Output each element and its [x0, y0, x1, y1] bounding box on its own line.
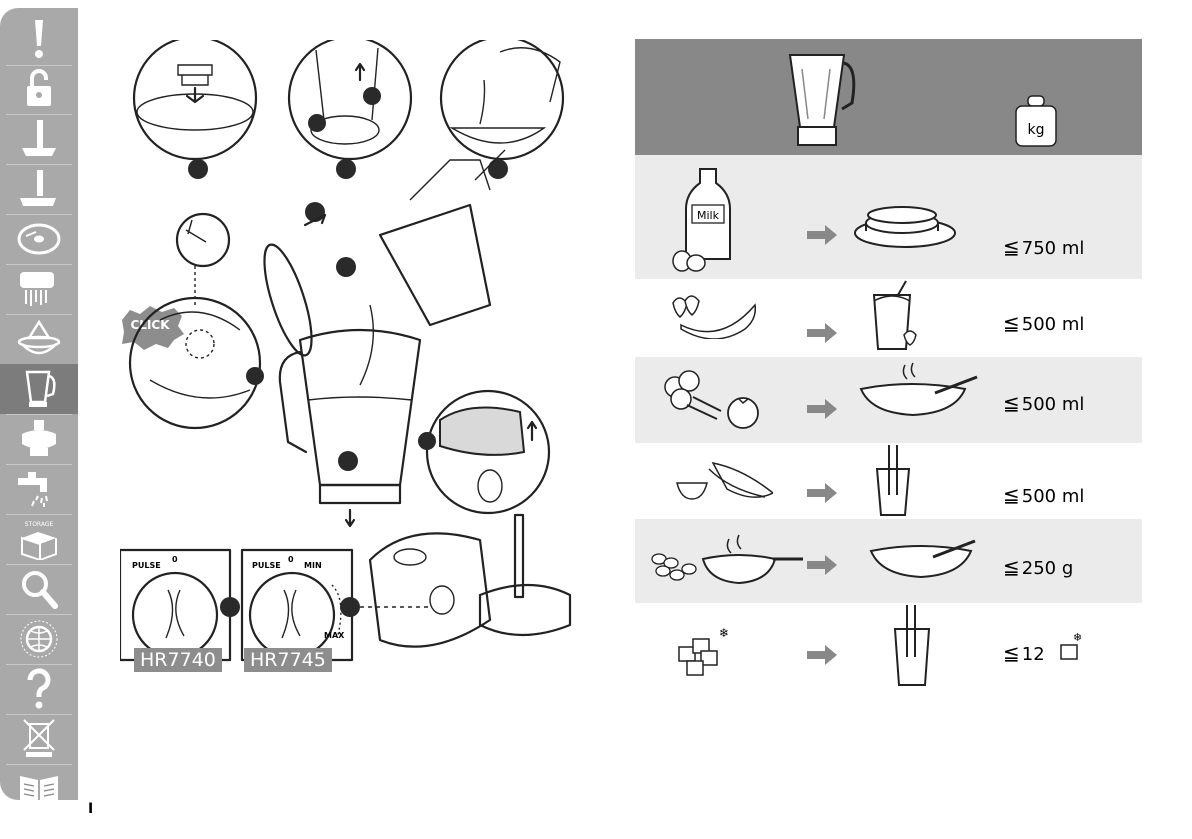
sidebar: STORAGE [0, 8, 78, 800]
dial-min-label: MIN [304, 561, 322, 570]
tab-faq[interactable] [4, 666, 74, 712]
dial-pulse-label-2: PULSE [252, 561, 281, 570]
svg-text:❄: ❄ [1073, 631, 1082, 644]
melon-banana-icon [673, 457, 773, 507]
citrus-press-icon [16, 318, 62, 360]
table-header: kg [635, 39, 1142, 155]
pancakes-icon [850, 195, 960, 255]
table-row: ≦500 ml [635, 357, 1142, 443]
question-mark-icon [16, 668, 62, 710]
storage-label: STORAGE [25, 521, 54, 528]
unlock-circle [418, 391, 549, 513]
click-label: CLICK [130, 318, 170, 332]
dial-zero-label-2: 0 [288, 555, 294, 564]
quantity-text: ≦500 ml [1003, 311, 1084, 335]
quantity-text: ≦750 ml [1003, 235, 1084, 259]
cocktail-glass-icon [889, 603, 939, 689]
quantity-text: ≦12 [1003, 641, 1045, 665]
kg-label: kg [1028, 122, 1045, 138]
blade-fitting-circle [130, 298, 264, 428]
drink-glass-icon [871, 443, 931, 519]
assembly-illustration: CLICK PULSE 0 [120, 40, 590, 690]
exclamation-icon [16, 18, 62, 60]
arrow-right-icon [807, 555, 837, 575]
tab-disposal[interactable] [4, 716, 74, 762]
quantity-text: ≦250 g [1003, 555, 1073, 579]
arrow-right-icon [807, 483, 837, 503]
tab-mill[interactable] [4, 416, 74, 462]
crossed-bin-icon [16, 718, 62, 760]
broccoli-tomato-icon [657, 367, 767, 437]
step-fitting-circle [289, 40, 411, 179]
tab-troubleshoot[interactable] [4, 566, 74, 612]
soup-bowl-icon [855, 359, 985, 419]
table-row: Milk ≦750 ml [635, 155, 1142, 279]
magnifier-icon [16, 568, 62, 610]
step-lid-circle [134, 40, 256, 179]
shredding-icon [16, 268, 62, 310]
tab-kneading[interactable] [4, 166, 74, 212]
tab-cleaning[interactable] [4, 466, 74, 512]
tab-blender[interactable] [0, 364, 78, 414]
blender-jar-main [255, 150, 505, 526]
tab-recipes[interactable] [4, 766, 74, 812]
ice-cube-icon: ❄ [1055, 629, 1089, 665]
coffee-beans-pan-icon [649, 529, 809, 593]
blender-jar-icon [780, 49, 860, 149]
dial-max-label: MAX [324, 631, 345, 640]
food-processor-base [360, 515, 570, 647]
arrow-right-icon [807, 645, 837, 665]
model-label-hr7740: HR7740 [134, 648, 222, 672]
step-pour-circle [441, 40, 563, 179]
kneading-tool-icon [16, 168, 62, 210]
blade-detail [177, 214, 229, 308]
strawberry-banana-icon [665, 289, 765, 339]
storage-box-icon: STORAGE [16, 518, 62, 560]
tab-storage[interactable]: STORAGE [4, 516, 74, 562]
tab-disc[interactable] [4, 216, 74, 262]
recipe-book-icon [16, 768, 62, 810]
table-row: ≦500 ml [635, 279, 1142, 357]
slicing-disc-icon [16, 218, 62, 260]
tab-unlock[interactable] [4, 66, 74, 112]
table-row: ≦250 g [635, 519, 1142, 603]
tab-blade[interactable] [4, 116, 74, 162]
model-label-hr7745: HR7745 [244, 648, 332, 672]
quantity-text: ≦500 ml [1003, 483, 1084, 507]
tap-icon [16, 468, 62, 510]
svg-text:❄: ❄ [719, 626, 729, 640]
ice-cubes-icon: ❄ [673, 621, 753, 681]
arrow-right-icon [807, 399, 837, 419]
dial-zero-label-1: 0 [172, 555, 178, 564]
page-number: I [88, 801, 93, 817]
milk-bottle-eggs-icon: Milk [670, 165, 740, 275]
tab-juicer[interactable] [4, 316, 74, 362]
recipe-quantity-table: kg Milk ≦750 ml [635, 39, 1142, 695]
porridge-bowl-icon [867, 535, 987, 589]
quantity-text: ≦500 ml [1003, 391, 1084, 415]
mill-icon [16, 418, 62, 460]
tab-warning[interactable] [4, 16, 74, 62]
kg-weight-icon: kg [1013, 94, 1059, 150]
dial-pulse-label-1: PULSE [132, 561, 161, 570]
table-row: ❄ ≦12 ❄ [635, 603, 1142, 695]
unlocked-padlock-icon [16, 68, 62, 110]
blender-jar-icon [16, 368, 62, 410]
arrow-right-icon [807, 323, 837, 343]
milkshake-glass-icon [860, 279, 930, 355]
milk-label: Milk [697, 209, 720, 222]
knife-unit-icon [16, 118, 62, 160]
globe-icon [16, 618, 62, 660]
dial-hr7740: PULSE 0 [120, 550, 240, 660]
arrow-right-icon [807, 225, 837, 245]
tab-guarantee[interactable] [4, 616, 74, 662]
tab-shredder[interactable] [4, 266, 74, 312]
dial-hr7745: PULSE 0 MIN MAX [242, 550, 360, 660]
table-row: ≦500 ml [635, 443, 1142, 519]
